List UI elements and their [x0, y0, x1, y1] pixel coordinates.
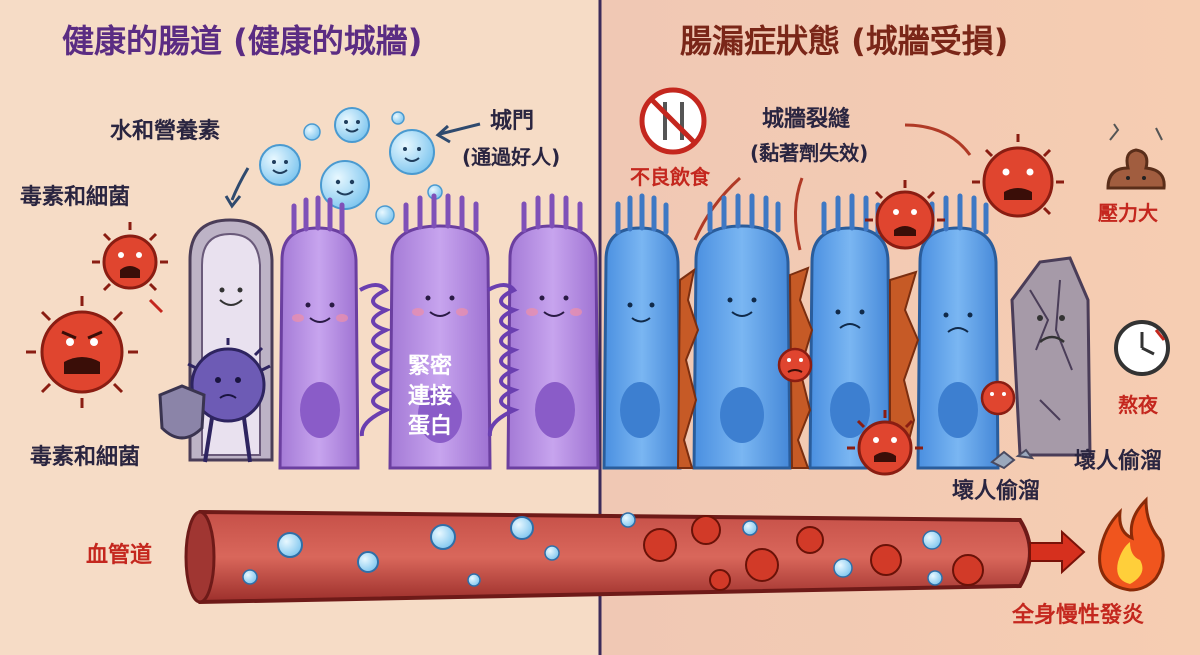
bacteria-icon: [777, 347, 813, 383]
bad-diet-label: 不良飲食: [630, 165, 710, 189]
healthy-title: 健康的腸道 (健康的城牆): [62, 22, 423, 60]
intruders-label-1: 壞人偷溜: [1074, 449, 1163, 474]
bacteria-icon: [92, 222, 168, 292]
toxins-bottom-label: 毒素和細菌: [30, 445, 141, 470]
crack-sublabel: (黏著劑失效): [750, 141, 869, 165]
arrow-icon: [439, 122, 481, 136]
gate-label: 城門: [490, 109, 535, 134]
leaky-cells: [602, 193, 1000, 470]
tight-junction-label-1: 緊密: [408, 354, 453, 379]
poop-stress-icon: [1106, 123, 1166, 190]
crack-label: 城牆裂縫: [762, 107, 851, 132]
nutrient-bubbles: [259, 107, 443, 225]
vessel-nutrients: [242, 512, 943, 587]
water-nutrients-label: 水和營養素: [110, 119, 221, 144]
clock-icon: [1114, 320, 1170, 376]
toxins-top-label: 毒素和細菌: [20, 185, 131, 210]
arrow-icon: [148, 298, 164, 314]
blood-vessel-label: 血管道: [86, 543, 153, 568]
shield-icon: [158, 384, 206, 440]
gate-sublabel: (通過好人): [462, 145, 561, 169]
bacteria-icon: [26, 296, 138, 408]
leaky-title: 腸漏症狀態 (城牆受損): [680, 22, 1009, 60]
tight-junction-label-2: 連接: [408, 384, 453, 409]
bacteria-icon: [865, 180, 945, 250]
bacteria-icon: [980, 380, 1016, 416]
late-night-label: 熬夜: [1118, 393, 1158, 417]
vessel-bacteria: [643, 515, 984, 591]
stress-label: 壓力大: [1098, 201, 1158, 225]
healthy-cells: [278, 193, 600, 470]
arrow-icon: [693, 123, 972, 251]
inflammation-label: 全身慢性發炎: [1012, 603, 1145, 628]
arrow-icon: [230, 167, 250, 201]
bubble-faces: [272, 120, 421, 196]
guard-character: [158, 338, 271, 463]
broken-gate: [990, 256, 1092, 470]
tight-junction-coils: [359, 283, 520, 437]
intruders-label-2: 壞人偷溜: [952, 479, 1041, 504]
blood-vessel: [184, 509, 1032, 605]
arrow-icon: [1029, 529, 1086, 575]
tight-junction-label-3: 蛋白: [408, 414, 453, 439]
fire-icon: [1098, 496, 1165, 592]
junction-cracks: [676, 266, 920, 469]
bacteria-icon: [847, 410, 923, 476]
no-food-icon: [639, 87, 707, 155]
bacteria-icon: [972, 134, 1064, 218]
